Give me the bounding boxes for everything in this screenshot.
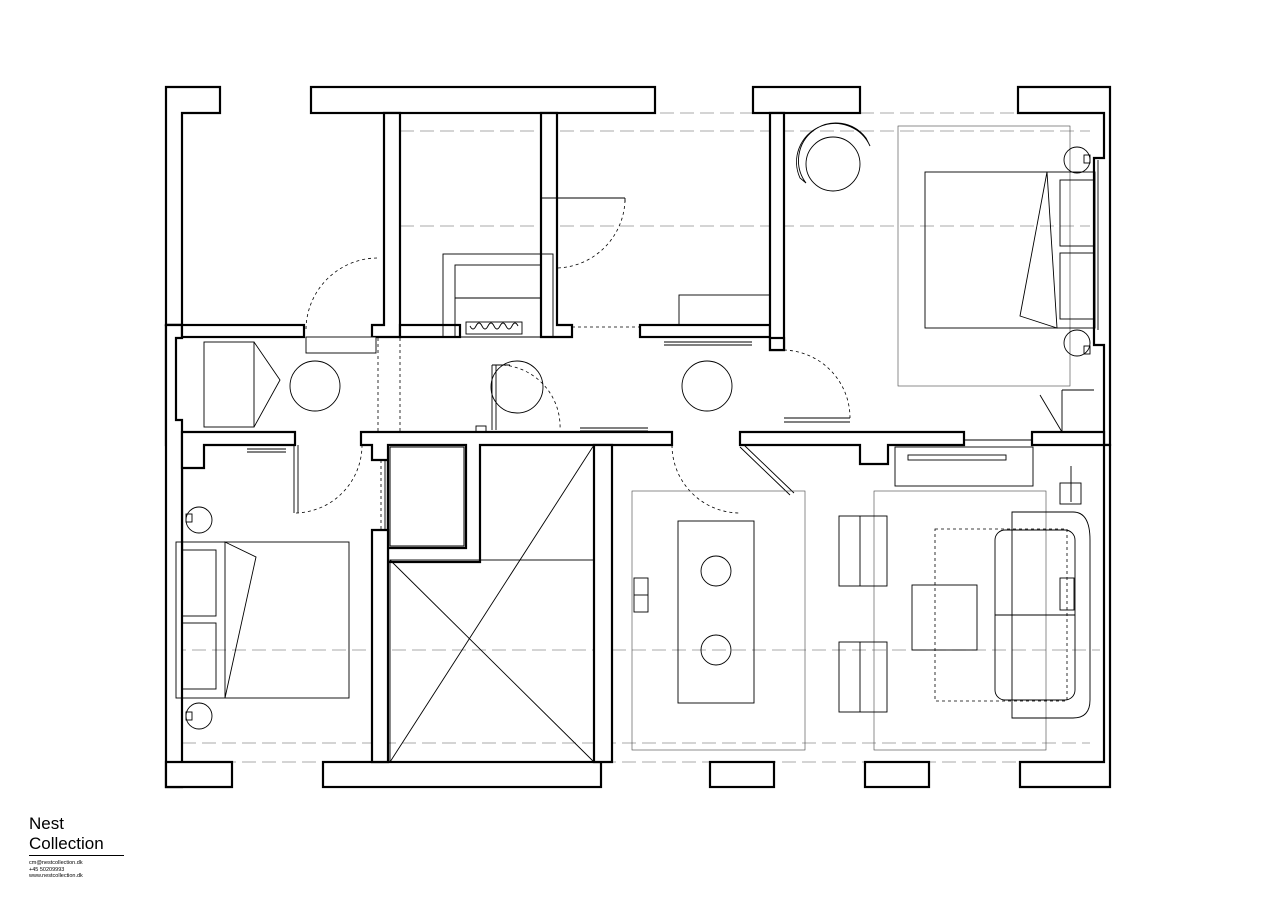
wall-top-center [309,85,657,115]
contact-phone[interactable]: +45 50209993 [29,866,65,873]
wall-room2-room3 [539,111,574,339]
contact-website[interactable]: www.nestcollection.dk [29,873,83,879]
lamp-1 [289,360,341,412]
lounge-chair-2 [838,641,888,713]
desk-room3 [678,294,771,326]
void-shaft [389,444,595,763]
wall-top-left [164,85,222,327]
brand-logo: Nest Collection cm@nestcollection.dk +45… [29,814,129,880]
door-swing-room3 [556,199,626,269]
wall-corner-post [768,336,786,352]
living-dining [631,446,1091,751]
brand-line-2: Collection [29,834,104,853]
corridor-fixtures [203,341,733,433]
bedroom-right [796,122,1099,441]
rug-bedroom-right [897,125,1071,387]
pillow-left-2 [181,622,217,690]
door-swing-room1 [305,257,378,331]
dining-lamp-1 [700,555,732,587]
wall-storage-inner [389,446,465,547]
wall-room2-bottom [398,323,462,339]
door-swing-bedroom-right [783,349,851,419]
bed-right [924,171,1096,329]
wall-shaft-right [592,443,614,764]
pillow-right-1 [1059,179,1095,247]
wall-bottom-left [164,760,234,789]
exterior-walls [164,85,1112,789]
wall-bottom-small-a [708,760,776,789]
wall-top-right-corner [1016,85,1112,447]
wall-living-top [738,430,966,466]
rug-living [873,490,1047,751]
wall-left-full [164,323,184,789]
wall-room3-bedroom [768,111,786,352]
wall-bottom-center [321,760,603,789]
doors [247,197,851,530]
dining-lamp-2 [700,634,732,666]
dining-table [677,520,755,704]
sofa [1011,511,1091,719]
armchair [805,136,861,192]
cabinet-entry [203,341,255,428]
door-leaf-room1 [305,336,377,354]
wall-top-right-a [751,85,862,115]
wall-room1-bottom [180,323,306,339]
door-swing-living [671,444,741,514]
wall-room3-bottom [638,323,772,339]
bedside-lamp-right-bottom [1063,329,1091,357]
lamp-3 [681,360,733,412]
bedroom-left [175,506,350,730]
fireplace [442,253,554,338]
lounge-chair-1 [838,515,888,587]
wall-bottom-right [1018,443,1112,789]
pillow-left-1 [181,549,217,617]
stool [1059,482,1082,505]
bedside-lamp-right-top [1063,146,1091,174]
brand-rule [29,855,124,856]
bedside-lamp-left-top [185,506,213,534]
contact-email[interactable]: cm@nestcollection.dk [29,860,83,866]
lamp-2 [490,360,544,414]
door-swing-corridor [502,364,561,431]
wall-bath-left [370,528,390,764]
coffee-table [911,584,978,651]
door-swing-bedroom-left [295,444,363,514]
wall-bottom-small-b [863,760,931,789]
rug-dining [631,490,806,751]
wall-corridor-left-bottom [180,430,297,470]
bed-left [175,541,350,699]
sideboard [894,446,1034,487]
pillow-right-2 [1059,252,1095,320]
interior-walls [180,111,1106,764]
bedside-lamp-left-bottom [185,702,213,730]
wall-room1-room2 [370,111,402,339]
wall-living-top-right [1030,430,1106,447]
brand-line-1: Nest [29,814,64,833]
